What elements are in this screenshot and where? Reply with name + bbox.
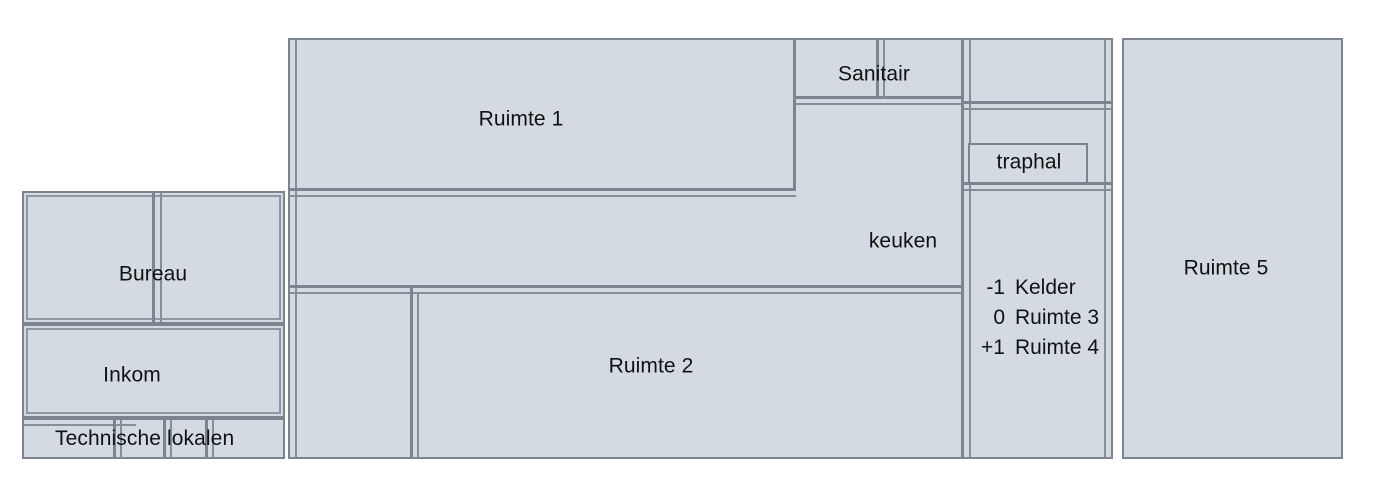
keuken-bottom-wall [290,285,962,288]
room-label-bureau: Bureau [118,262,188,286]
technische-divider-1 [113,420,116,458]
sanitair-bottom-wall-inner [796,103,962,105]
legend-name: Kelder [1015,276,1076,299]
room-label-ruimte-5: Ruimte 5 [1183,256,1269,280]
room-label-technische-lokalen: Technische lokalen [55,427,235,450]
central-block-left-inner-wall [295,40,297,457]
legend-row: -1 Kelder [971,276,1099,306]
technische-divider-3 [205,420,208,458]
legend-row: 0 Ruimte 3 [971,306,1099,336]
ruimte-2-left-wall [410,287,413,458]
room-label-ruimte-2: Ruimte 2 [608,354,694,378]
room-inkom[interactable] [22,324,285,418]
room-traphal[interactable] [968,143,1088,184]
technische-divider-1b [120,420,122,458]
level-legend: -1 Kelder 0 Ruimte 3 +1 Ruimte 4 [971,276,1099,366]
legend-level: +1 [981,336,1005,359]
legend-level: -1 [986,276,1005,299]
legend-level: 0 [993,306,1005,329]
technische-divider-2b [170,420,172,458]
sanitair-interior-wall-2 [883,40,885,98]
central-block-shell [288,38,963,459]
right-column-left-inner-wall [969,40,971,457]
bureau-interior-wall-2 [160,193,162,322]
technische-divider-3b [212,420,214,458]
ruimte-1-right-wall [793,40,796,190]
technische-top-inner-wall [24,424,136,426]
room-label-inkom: Inkom [103,363,161,387]
sanitair-interior-wall [876,40,879,98]
legend-name: Ruimte 4 [1015,336,1100,359]
room-label-traphal: traphal [996,150,1062,174]
ruimte-1-bottom-wall-inner [290,195,796,197]
right-column-divider-1 [964,101,1112,104]
sanitair-bottom-wall [796,96,962,99]
room-label-sanitair: Sanitair [837,62,911,86]
right-column-right-inner-wall [1104,40,1106,457]
ruimte-1-bottom-wall [290,188,796,191]
legend-row: +1 Ruimte 4 [971,336,1099,366]
legend-name: Ruimte 3 [1015,306,1100,329]
right-column-divider-1-inner [964,108,1112,110]
ruimte-2-left-wall-inner [417,293,419,458]
right-column-divider-2 [964,182,1112,185]
room-ruimte-5[interactable] [1122,38,1343,459]
room-label-ruimte-1: Ruimte 1 [478,107,564,131]
right-column-divider-2-inner [964,189,1112,191]
bureau-interior-wall [152,193,155,322]
technische-divider-2 [163,420,166,458]
room-label-keuken: keuken [868,229,938,253]
keuken-bottom-wall-inner [290,292,962,294]
